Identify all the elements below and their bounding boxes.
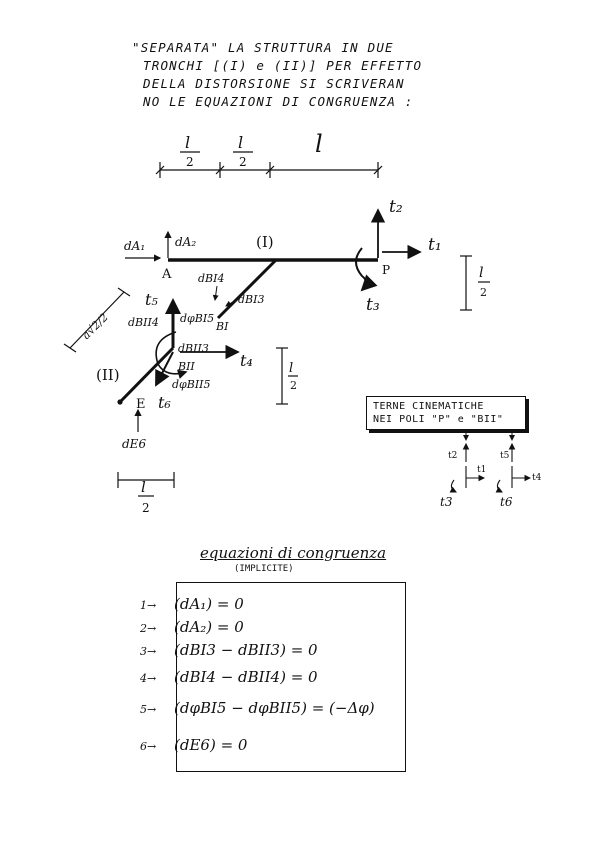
dbi3-arrow bbox=[225, 299, 237, 307]
dim-right-lower-num: l bbox=[289, 361, 293, 376]
label-dbi3: dBI3 bbox=[238, 293, 264, 306]
equation-text: (dφBI5 − dφBII5) = (−Δφ) bbox=[174, 699, 375, 717]
dim-top-full: l bbox=[315, 130, 323, 158]
label-de6: dE6 bbox=[122, 437, 146, 451]
bottom-dimension-line bbox=[117, 472, 175, 497]
dim-top-half2-den: 2 bbox=[239, 155, 247, 169]
equation-text: (dBI4 − dBII4) = 0 bbox=[174, 668, 318, 686]
header-line-3: DELLA DISTORSIONE SI SCRIVERAN bbox=[143, 76, 405, 91]
equation-text: (dA₁) = 0 bbox=[174, 595, 244, 613]
dim-top-half2-num: l bbox=[238, 133, 243, 152]
beam-ii-diagonal bbox=[118, 346, 175, 404]
label-t3: t₃ bbox=[366, 295, 380, 315]
dim-bottom-num: l bbox=[141, 478, 146, 496]
dim-left-diag: a√2/2 bbox=[80, 311, 111, 342]
label-t1: t₁ bbox=[428, 235, 442, 255]
equation-number: 5→ bbox=[140, 703, 157, 716]
terne-line-2: NEI POLI "P" e "BII" bbox=[373, 414, 504, 425]
dim-right-lower-den: 2 bbox=[290, 379, 297, 392]
equation-row: 2→ (dA₂) = 0 bbox=[140, 617, 244, 636]
right-lower-dimension-line bbox=[276, 347, 298, 405]
label-t2: t₂ bbox=[389, 197, 403, 217]
dim-top-half1-num: l bbox=[185, 133, 190, 152]
equations-box bbox=[176, 582, 406, 772]
left-diagonal-dimension bbox=[63, 287, 131, 353]
terne-cinematiche-box: TERNE CINEMATICHE NEI POLI "P" e "BII" bbox=[366, 396, 526, 430]
header-line-4: NO LE EQUAZIONI DI CONGRUENZA : bbox=[143, 94, 414, 109]
label-t6: t₆ bbox=[158, 393, 171, 412]
equation-number: 6→ bbox=[140, 740, 157, 753]
equation-number: 4→ bbox=[140, 672, 157, 685]
label-dphi-bii5: dφBII5 bbox=[172, 378, 211, 391]
equation-row: 3→ (dBI3 − dBII3) = 0 bbox=[140, 640, 318, 659]
right-dimension-line bbox=[460, 255, 490, 311]
equation-number: 1→ bbox=[140, 599, 157, 612]
equation-text: (dA₂) = 0 bbox=[174, 618, 244, 636]
t6-arrow bbox=[155, 351, 174, 387]
triad-p bbox=[449, 442, 486, 493]
triad-bii-t6: t6 bbox=[500, 495, 513, 509]
equation-text: (dE6) = 0 bbox=[174, 736, 248, 754]
label-bii: BII bbox=[177, 360, 195, 373]
triad-p-t2: t2 bbox=[448, 451, 457, 461]
equation-text: (dBI3 − dBII3) = 0 bbox=[174, 641, 318, 659]
top-dimension-line bbox=[155, 151, 383, 178]
triad-p-t3: t3 bbox=[440, 495, 453, 509]
equation-row: 1→ (dA₁) = 0 bbox=[140, 594, 244, 613]
label-da2: dA₂ bbox=[175, 235, 196, 249]
label-a: A bbox=[161, 267, 172, 282]
dim-right-num: l bbox=[479, 265, 483, 281]
t3-rotation-arrow bbox=[355, 247, 378, 292]
label-dbii3: dBII3 bbox=[178, 342, 209, 355]
label-beam-i: (I) bbox=[256, 233, 274, 251]
label-p: P bbox=[382, 263, 390, 277]
label-dphi-bi5: dφBI5 bbox=[180, 312, 214, 325]
label-beam-ii: (II) bbox=[96, 366, 120, 384]
equation-number: 3→ bbox=[140, 645, 157, 658]
structure-diagram: l 2 l 2 l dA₁ dA₂ A (I) t₂ t₁ t₃ P bbox=[63, 130, 542, 515]
label-da1: dA₁ bbox=[124, 239, 145, 253]
label-dbii4: dBII4 bbox=[128, 316, 159, 329]
dim-right-den: 2 bbox=[480, 286, 487, 299]
equations-subtitle: (IMPLICITE) bbox=[234, 564, 294, 574]
label-e: E bbox=[136, 397, 146, 412]
equation-row: 5→ (dφBI5 − dφBII5) = (−Δφ) bbox=[140, 698, 375, 717]
beam-i-diagonal bbox=[216, 258, 278, 320]
triad-p-t1: t1 bbox=[477, 465, 486, 475]
label-dbi4: dBI4 bbox=[198, 272, 224, 285]
terne-line-1: TERNE CINEMATICHE bbox=[373, 401, 484, 412]
dim-top-half1-den: 2 bbox=[186, 155, 194, 169]
triad-bii bbox=[495, 442, 532, 493]
dim-bottom-den: 2 bbox=[142, 501, 150, 515]
header-line-1: "SEPARATA" LA STRUTTURA IN DUE bbox=[132, 40, 394, 55]
equation-row: 6→ (dE6) = 0 bbox=[140, 735, 247, 754]
bii-rotation-arrow bbox=[155, 331, 188, 379]
triad-bii-t5: t5 bbox=[500, 451, 510, 461]
label-t4: t₄ bbox=[240, 351, 253, 370]
header-line-2: TRONCHI [(I) e (II)] PER EFFETTO bbox=[143, 58, 423, 73]
triad-bii-t4: t4 bbox=[532, 473, 542, 483]
label-bi: BI bbox=[215, 320, 229, 333]
node-e bbox=[117, 399, 123, 405]
dbi4-arrow bbox=[212, 285, 219, 301]
label-t5: t₅ bbox=[145, 290, 158, 309]
equations-title: equazioni di congruenza bbox=[200, 544, 387, 562]
equation-row: 4→ (dBI4 − dBII4) = 0 bbox=[140, 667, 318, 686]
equation-number: 2→ bbox=[140, 622, 157, 635]
